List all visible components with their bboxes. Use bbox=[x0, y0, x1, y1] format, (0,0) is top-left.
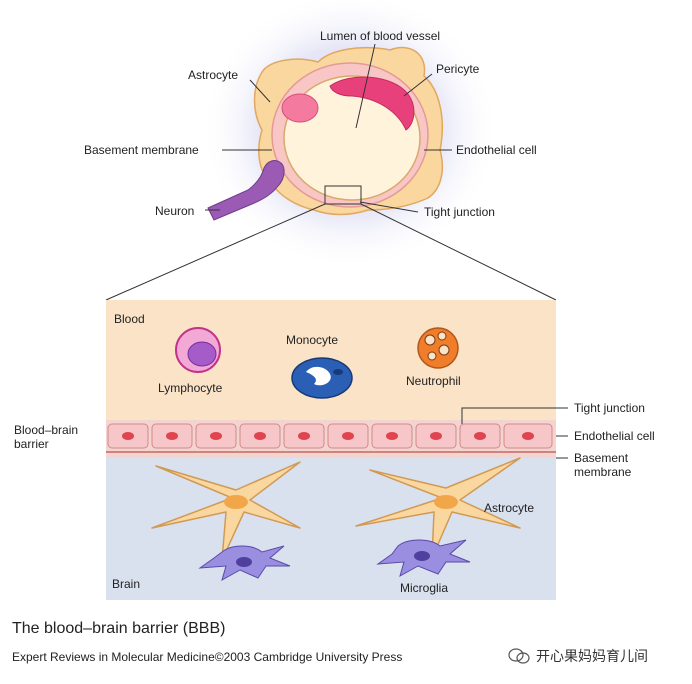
microglia-left bbox=[198, 545, 291, 582]
astrocyte-left bbox=[151, 461, 301, 561]
zoom-line-right bbox=[360, 203, 557, 301]
label-tight-junction-top: Tight junction bbox=[424, 205, 495, 219]
lymphocyte bbox=[175, 327, 221, 373]
neutrophil bbox=[417, 327, 459, 369]
watermark: 开心果妈妈育儿间 bbox=[508, 646, 648, 666]
label-bbb-line2: barrier bbox=[14, 437, 49, 451]
label-neutrophil: Neutrophil bbox=[406, 374, 461, 388]
astrocyte-left-nucleus bbox=[224, 495, 248, 509]
neuron bbox=[207, 160, 285, 221]
vessel-cross-section: Lumen of blood vessel Astrocyte Pericyte… bbox=[84, 0, 557, 301]
label-tight-junction-detail: Tight junction bbox=[574, 401, 645, 415]
astrocyte-right-nucleus bbox=[434, 495, 458, 509]
label-astrocyte-top: Astrocyte bbox=[188, 68, 238, 82]
figure-caption: The blood–brain barrier (BBB) bbox=[12, 620, 226, 637]
label-basement-line1: Basement bbox=[574, 451, 629, 465]
label-neuron: Neuron bbox=[155, 204, 194, 218]
label-microglia: Microglia bbox=[400, 581, 448, 595]
label-basement-line2: membrane bbox=[574, 465, 632, 479]
label-bbb-line1: Blood–brain bbox=[14, 423, 78, 437]
label-endothelial-cell-detail: Endothelial cell bbox=[574, 429, 655, 443]
watermark-text: 开心果妈妈育儿间 bbox=[536, 649, 648, 665]
label-blood: Blood bbox=[114, 312, 145, 326]
endothelial-nucleus bbox=[281, 93, 319, 123]
label-endothelial-cell-top: Endothelial cell bbox=[456, 143, 537, 157]
figure-credit: Expert Reviews in Molecular Medicine©200… bbox=[12, 650, 403, 664]
wechat-icon bbox=[508, 648, 530, 664]
zoom-line-left bbox=[105, 203, 326, 301]
endothelial-row bbox=[107, 423, 553, 449]
astrocyte-right bbox=[355, 457, 521, 559]
label-basement-membrane-top: Basement membrane bbox=[84, 143, 199, 157]
label-monocyte: Monocyte bbox=[286, 333, 338, 347]
label-brain: Brain bbox=[112, 577, 140, 591]
microglia-right bbox=[376, 539, 471, 578]
leader-lines bbox=[205, 43, 452, 213]
detail-panel: Blood Lymphocyte Monocyte Neutrophil Blo… bbox=[14, 300, 655, 600]
tight-junction-box bbox=[324, 185, 362, 205]
label-lymphocyte: Lymphocyte bbox=[158, 381, 223, 395]
detail-leader-lines bbox=[461, 407, 568, 459]
label-lumen: Lumen of blood vessel bbox=[320, 29, 440, 43]
label-astrocyte-detail: Astrocyte bbox=[484, 501, 534, 515]
pericyte bbox=[329, 76, 415, 131]
label-pericyte: Pericyte bbox=[436, 62, 480, 76]
monocyte bbox=[291, 357, 353, 399]
